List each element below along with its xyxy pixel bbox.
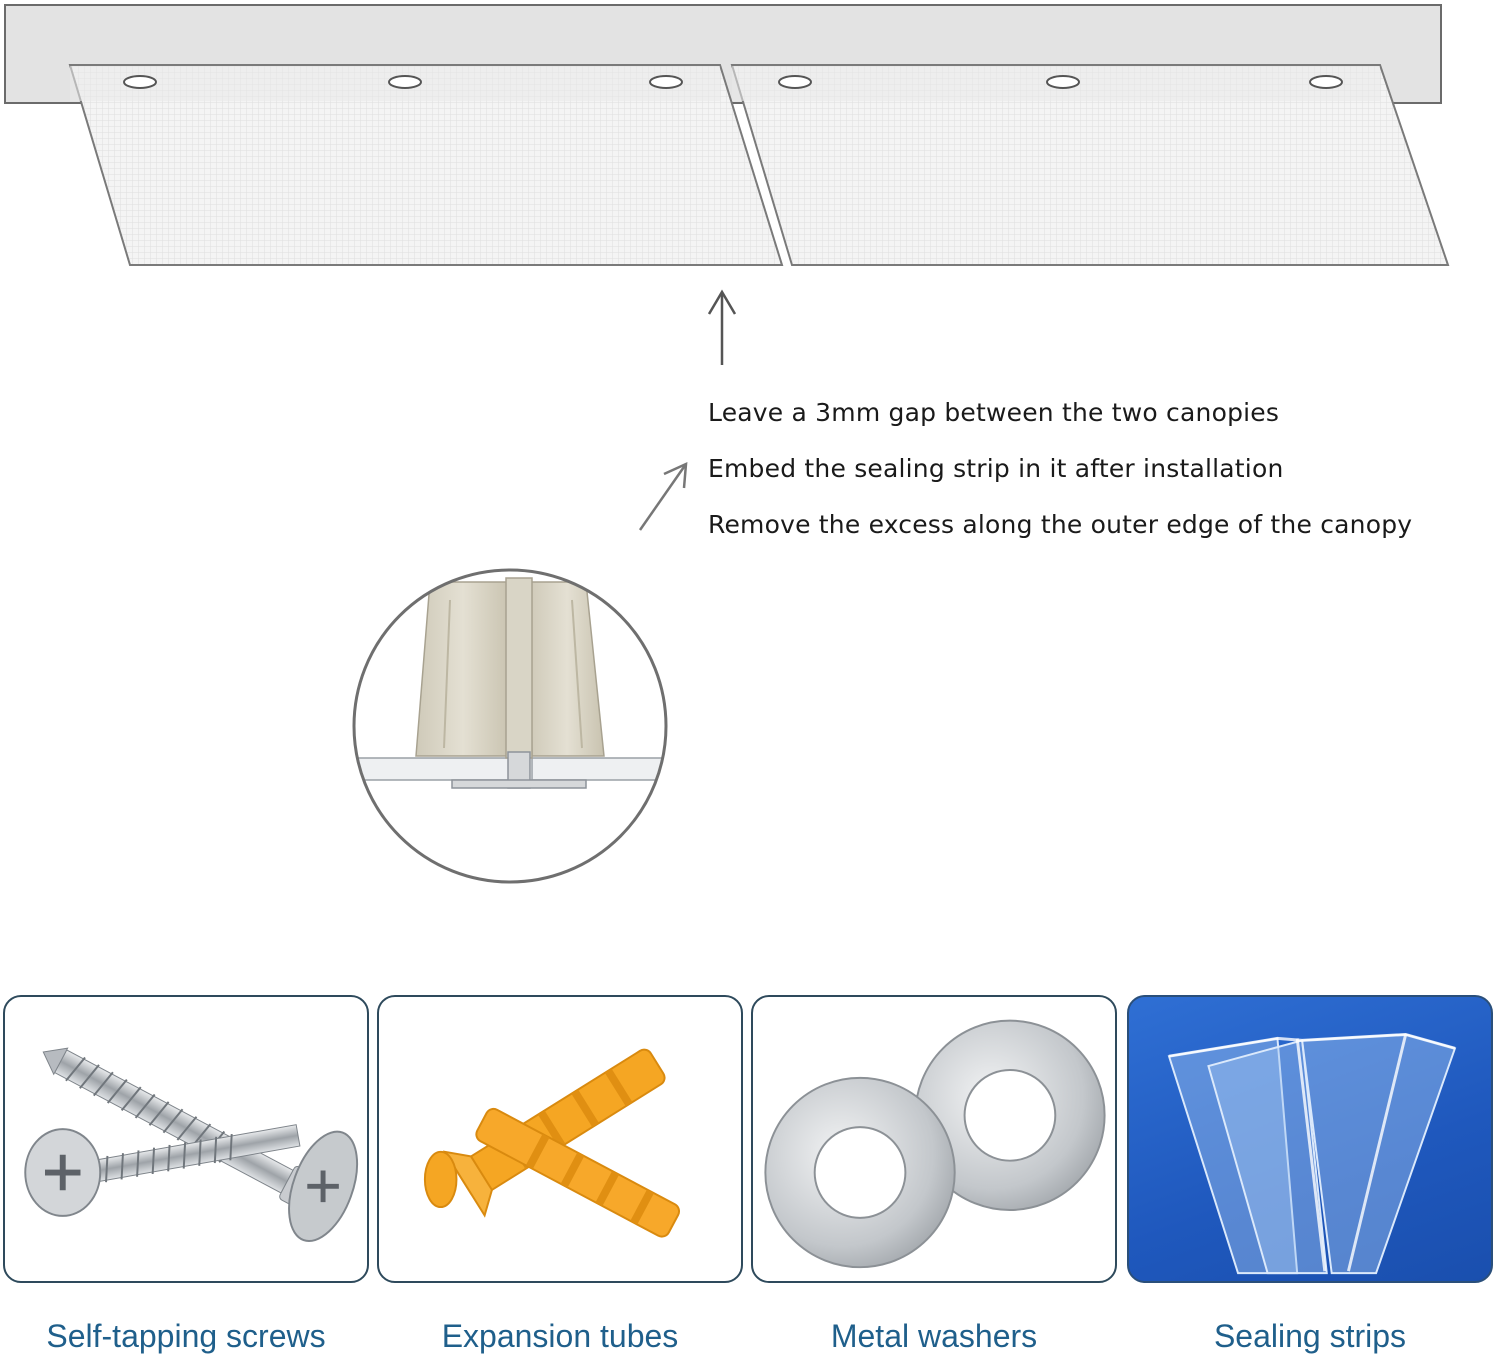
screw-slot: [649, 75, 683, 89]
installation-diagram: [4, 4, 1450, 884]
screw-slot: [123, 75, 157, 89]
instruction-embed: Embed the sealing strip in it after inst…: [708, 454, 1284, 483]
caption-self-tapping-screws: Self-tapping screws: [46, 1318, 326, 1354]
card-metal-washers: [751, 995, 1117, 1283]
sealing-strip-icon: [1167, 1032, 1457, 1275]
instruction-gap: Leave a 3mm gap between the two canopies: [708, 398, 1280, 427]
gap-arrow: [707, 289, 737, 365]
washer-icon: [764, 1019, 1106, 1269]
card-expansion-tubes: [377, 995, 743, 1283]
card-sealing-strips: [1127, 995, 1493, 1283]
sealing-strip-detail-circle: [352, 568, 668, 884]
right-canopy-panel: [730, 64, 1450, 266]
screw-slot: [1309, 75, 1343, 89]
expansion-tube-icon: [423, 1048, 681, 1238]
screw-slot: [1046, 75, 1080, 89]
screw-icon: [24, 1047, 359, 1243]
screw-slot: [778, 75, 812, 89]
diagonal-arrow: [638, 461, 688, 531]
screw-slot: [388, 75, 422, 89]
card-self-tapping-screws: [3, 995, 369, 1283]
left-canopy-panel: [68, 64, 784, 266]
caption-expansion-tubes: Expansion tubes: [441, 1318, 679, 1354]
instruction-trim: Remove the excess along the outer edge o…: [708, 510, 1413, 539]
caption-metal-washers: Metal washers: [830, 1318, 1038, 1354]
caption-sealing-strips: Sealing strips: [1213, 1318, 1407, 1354]
